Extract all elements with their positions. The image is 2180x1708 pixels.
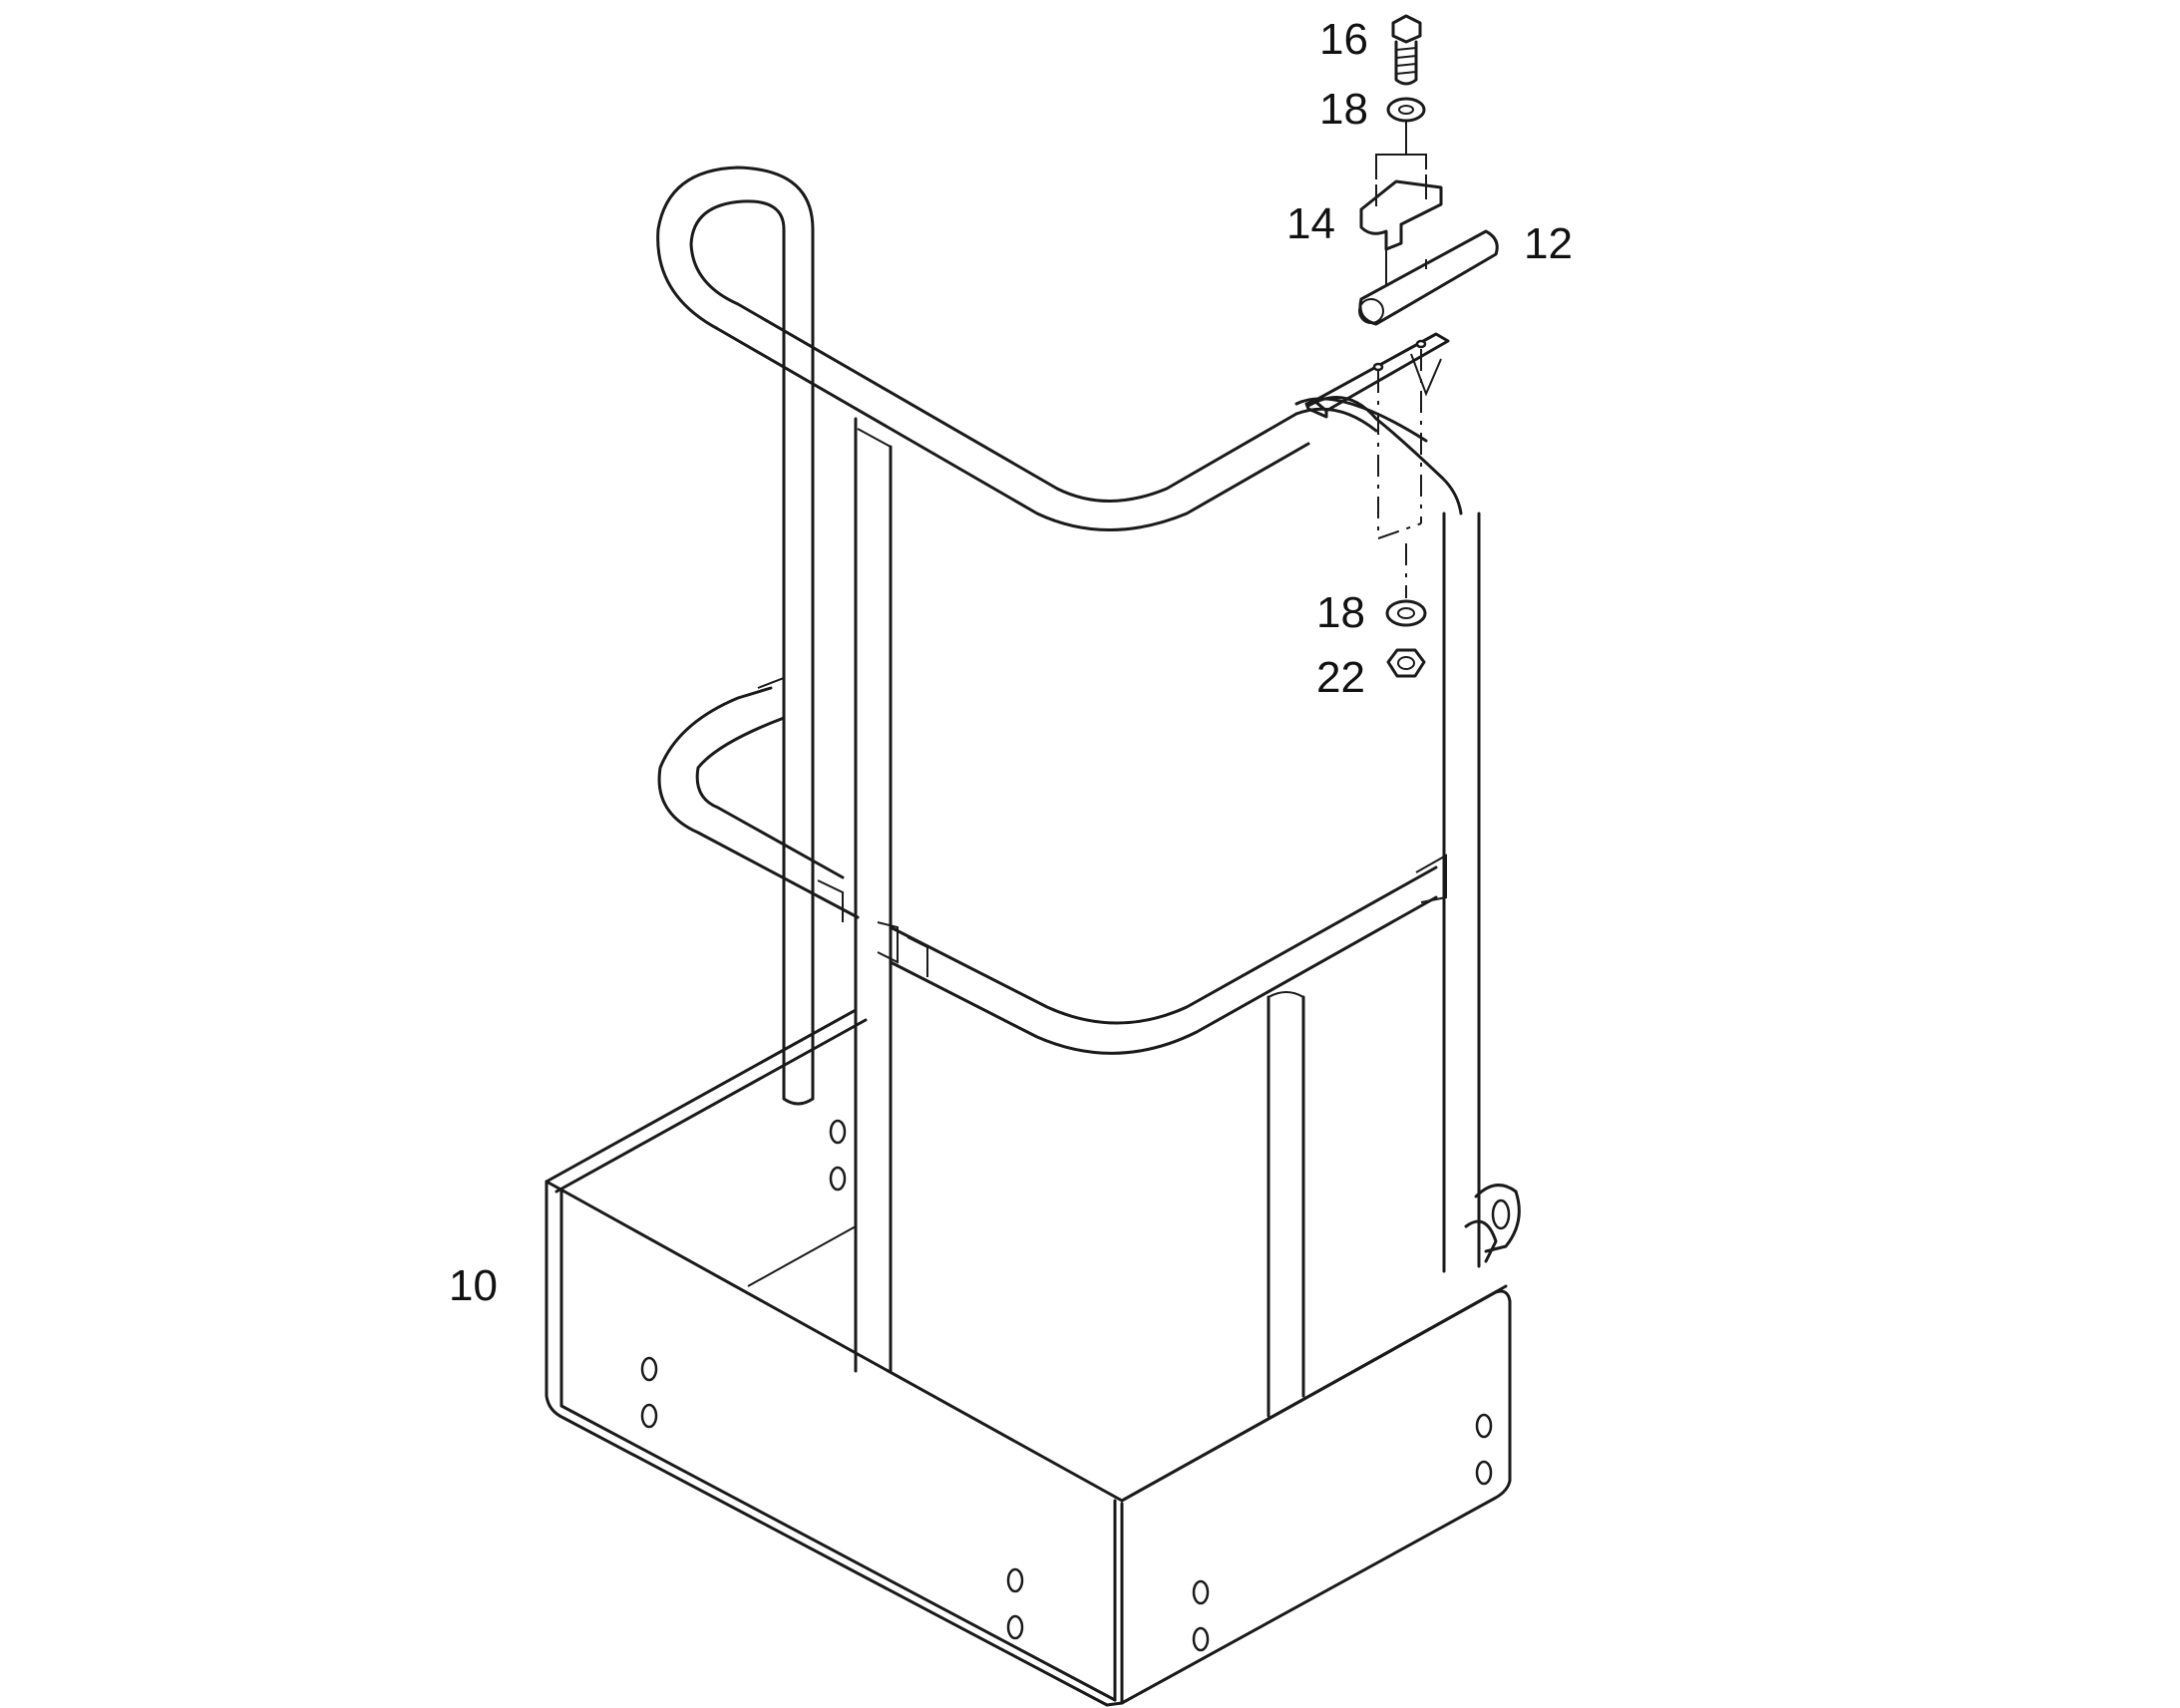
callout-16: 16 bbox=[1319, 15, 1368, 64]
base-tray bbox=[545, 1008, 1512, 1707]
callout-18-top: 18 bbox=[1319, 85, 1368, 134]
callout-22: 22 bbox=[1316, 653, 1365, 702]
callout-18-bottom: 18 bbox=[1316, 588, 1365, 637]
clamp-hardware bbox=[1304, 14, 1499, 678]
callout-14: 14 bbox=[1286, 199, 1335, 248]
callout-10: 10 bbox=[449, 1261, 498, 1310]
callout-12: 12 bbox=[1524, 219, 1573, 268]
tube-frame bbox=[656, 166, 1521, 1418]
